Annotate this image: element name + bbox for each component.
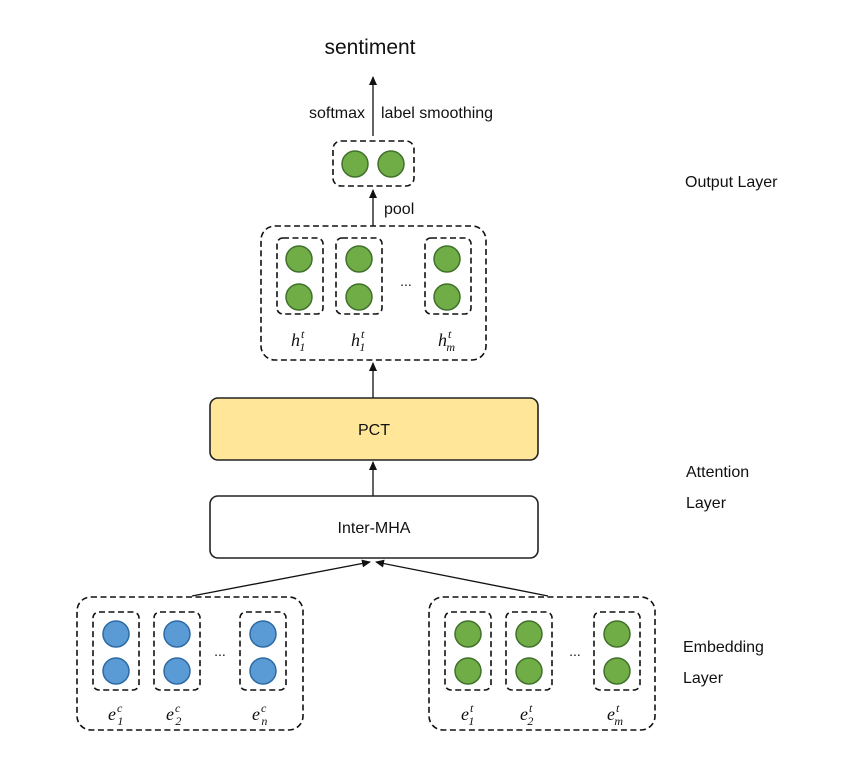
- hidden-node: [285, 245, 313, 273]
- hidden-vector-box: [424, 237, 472, 315]
- sentiment-label: sentiment: [324, 36, 415, 59]
- pct-label: PCT: [358, 422, 390, 439]
- hidden-node: [433, 245, 461, 273]
- hidden-states-box: [260, 225, 487, 361]
- output-layer-label: Output Layer: [685, 174, 778, 191]
- target-vector-box: [505, 611, 553, 691]
- label-smoothing-label: label smoothing: [381, 105, 493, 122]
- context-node: [249, 657, 277, 685]
- context-node: [163, 657, 191, 685]
- context-ellipsis: ...: [214, 643, 226, 659]
- context-node: [163, 620, 191, 648]
- softmax-label: softmax: [309, 105, 365, 122]
- arrow-target-to-mha: [375, 559, 549, 597]
- arrow-context-to-mha: [191, 559, 371, 597]
- target-node: [454, 620, 482, 648]
- output-vector-box: [332, 140, 415, 187]
- target-node: [515, 620, 543, 648]
- pct-block: [209, 397, 539, 461]
- inter-mha-block: [209, 495, 539, 559]
- pool-label: pool: [384, 201, 414, 218]
- context-embedding-box: [76, 596, 304, 731]
- context-node: [249, 620, 277, 648]
- target-node: [603, 620, 631, 648]
- context-vector-box: [153, 611, 201, 691]
- context-vector-box: [92, 611, 140, 691]
- target-embedding-box: [428, 596, 656, 731]
- target-vector-box: [444, 611, 492, 691]
- context-vector-box: [239, 611, 287, 691]
- hidden-node: [285, 283, 313, 311]
- target-node: [454, 657, 482, 685]
- output-node: [377, 150, 405, 178]
- target-node: [603, 657, 631, 685]
- target-node: [515, 657, 543, 685]
- hidden-ellipsis: ...: [400, 273, 412, 289]
- attention-layer-label-line2: Layer: [686, 495, 727, 512]
- output-node: [341, 150, 369, 178]
- hidden-vector-box: [276, 237, 324, 315]
- attention-layer-label-line1: Attention: [686, 464, 749, 481]
- hidden-vector-box: [335, 237, 383, 315]
- context-node: [102, 657, 130, 685]
- hidden-node: [345, 283, 373, 311]
- inter-mha-label: Inter-MHA: [338, 520, 411, 537]
- hidden-node: [433, 283, 461, 311]
- hidden-node: [345, 245, 373, 273]
- embedding-layer-label-line2: Layer: [683, 670, 724, 687]
- target-vector-box: [593, 611, 641, 691]
- embedding-layer-label-line1: Embedding: [683, 639, 764, 656]
- context-node: [102, 620, 130, 648]
- target-ellipsis: ...: [569, 643, 581, 659]
